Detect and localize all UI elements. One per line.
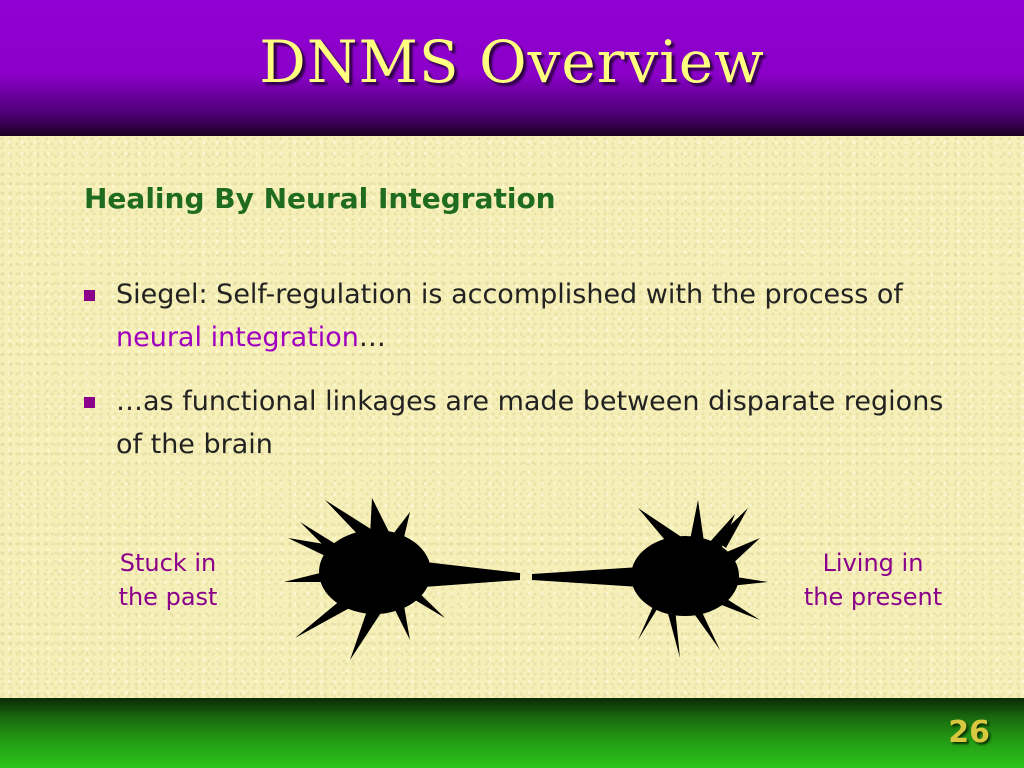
caption-left: Stuck in the past xyxy=(88,546,248,614)
left-neuron-icon xyxy=(284,498,520,660)
caption-right-line-2: the present xyxy=(803,583,943,611)
caption-right-line-1: Living in xyxy=(822,549,924,577)
bullet-text-1: Siegel: Self-regulation is accomplished … xyxy=(116,273,944,359)
caption-left-line-1: Stuck in xyxy=(119,549,217,577)
bullet-1-text-after: … xyxy=(358,322,386,353)
bullet-item-2: …as functional linkages are made between… xyxy=(84,380,944,466)
bullet-2-text: …as functional linkages are made between… xyxy=(116,386,944,460)
slide-subheading: Healing By Neural Integration xyxy=(84,182,556,215)
neurons-illustration xyxy=(284,498,768,660)
bullet-1-text-before: Siegel: Self-regulation is accomplished … xyxy=(116,279,903,310)
right-neuron-icon xyxy=(532,500,768,658)
bullet-item-1: Siegel: Self-regulation is accomplished … xyxy=(84,273,944,359)
square-bullet-icon xyxy=(84,290,95,301)
bullet-1-highlight: neural integration xyxy=(116,322,359,353)
slide-title: DNMS Overview xyxy=(259,28,765,96)
caption-left-line-2: the past xyxy=(118,583,218,611)
square-bullet-icon xyxy=(84,397,95,408)
page-number: 26 xyxy=(948,715,990,750)
caption-right: Living in the present xyxy=(778,546,968,614)
content-area xyxy=(0,136,1024,698)
footer-bar xyxy=(0,698,1024,768)
title-bar xyxy=(0,0,1024,136)
